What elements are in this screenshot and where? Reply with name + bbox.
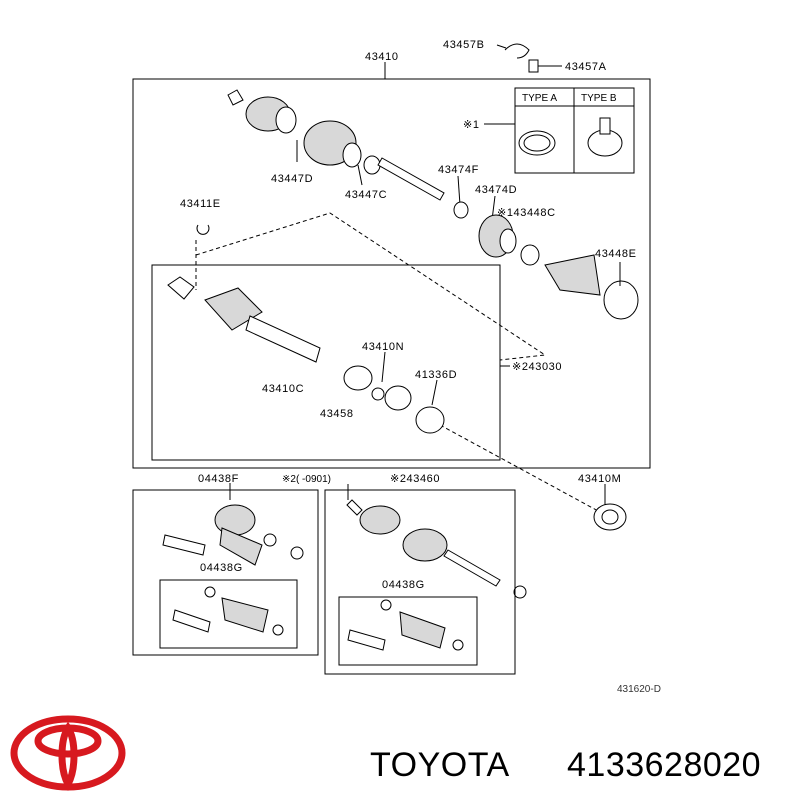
label-43410M: 43410M [578,473,621,485]
kit-frame-right [324,489,516,675]
toyota-logo [10,715,126,792]
label-43448C: ※143448C [497,207,556,219]
kit-left-parts [162,504,304,636]
label-43474F: 43474F [438,164,479,176]
dashed-leader-inboard [195,212,547,361]
clip-b-part [504,43,530,59]
label-04438G-left: 04438G [200,562,243,574]
clip-a-part [528,59,539,73]
clamp-type-a-inner [523,134,551,152]
label-41336D: 41336D [415,369,457,381]
label-43457B: 43457B [443,39,485,51]
leader-43447C [357,164,363,186]
label-43460: ※243460 [390,473,440,485]
label-type-a: TYPE A [522,93,557,104]
kit-right-parts [346,499,527,651]
label-type-b: TYPE B [581,93,617,104]
boot-43448E [544,254,639,320]
label-04438F: 04438F [198,473,239,485]
label-04438G-right: 04438G [382,579,425,591]
kit-frame-right-inner [338,596,478,666]
leader-41336D [431,379,438,406]
label-43458: 43458 [320,408,354,420]
main-assembly-frame [132,78,651,469]
bearing-43474D [478,214,517,258]
label-43410N: 43410N [362,341,404,353]
diagram-id: 431620-D [617,684,661,695]
label-43410: 43410 [365,51,399,63]
bearing-43474F [453,201,469,219]
label-43457A: 43457A [565,61,607,73]
seal-43410M [593,503,627,531]
label-43474D: 43474D [475,184,517,196]
dashed-leader-seal-m [439,424,601,513]
clamp-type-a [518,130,556,156]
leader-43410N [381,351,386,383]
inboard-joint-parts [167,276,510,434]
label-43447D: 43447D [271,173,313,185]
label-43411E: 43411E [180,198,221,210]
kit-frame-left-inner [159,579,298,649]
label-43030: ※243030 [512,361,562,373]
drive-shaft-main [227,89,445,201]
inboard-joint-frame [151,264,501,461]
brand-name: TOYOTA [370,746,510,784]
kit-frame-left [132,489,319,656]
brand-part-number: 4133628020 [567,746,761,784]
clamp-type-b-tab [599,117,611,135]
label-43448E: 43448E [595,248,637,260]
label-note2-range: ※2( -0901) [282,474,331,485]
label-43410C: 43410C [262,383,304,395]
clip-b-leader [496,44,507,49]
label-43447C: 43447C [345,189,387,201]
leader-43474F [457,175,461,206]
snap-ring-43411E [196,224,210,235]
label-note1: ※1 [463,119,480,131]
clamp-43448C [520,244,540,266]
